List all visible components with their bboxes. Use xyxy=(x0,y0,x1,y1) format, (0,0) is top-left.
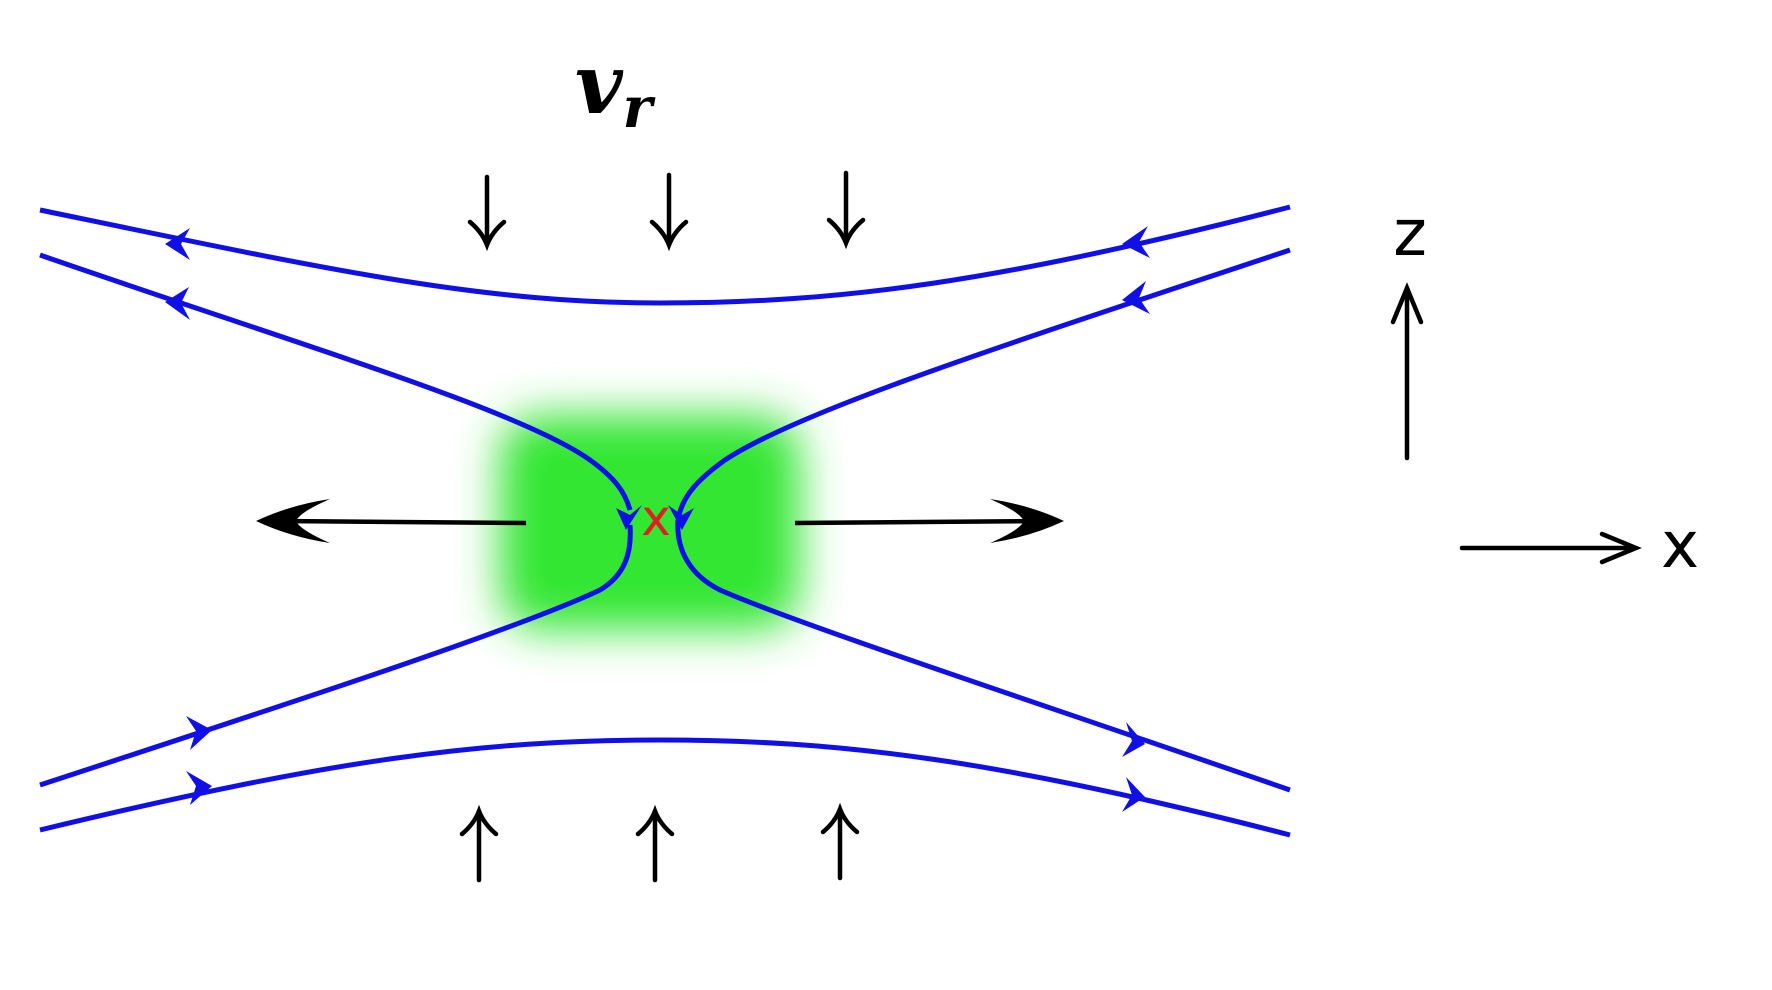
inflow-arrows-bottom xyxy=(459,802,860,883)
inflow-velocity-main: v xyxy=(575,37,624,133)
chevron-arrow-icon xyxy=(186,716,212,750)
chevron-arrow-icon xyxy=(1122,226,1150,258)
chevron-arrow-icon xyxy=(616,505,642,530)
x-axis-label: x xyxy=(1661,509,1699,583)
chevron-arrow-icon xyxy=(186,771,212,805)
field-lines xyxy=(39,204,1291,838)
arrow-icon xyxy=(794,499,1064,543)
field-line-top-left xyxy=(39,252,633,511)
arrow-icon xyxy=(467,174,507,252)
field-line-top-outer xyxy=(39,204,1291,306)
arrow-icon xyxy=(649,172,689,252)
arrow-icon xyxy=(826,170,866,250)
arrow-icon xyxy=(635,804,675,883)
inflow-velocity-subscript: r xyxy=(623,75,656,141)
z-axis-arrow-icon xyxy=(1390,282,1424,461)
outflow-arrows xyxy=(256,499,1064,543)
inflow-arrows-top xyxy=(467,170,866,252)
chevron-arrow-icon xyxy=(668,505,694,530)
green-diffusion-region xyxy=(500,415,800,630)
field-line-top-right xyxy=(675,247,1291,521)
field-line-bottom-right xyxy=(675,519,1291,793)
arrow-icon xyxy=(256,499,527,543)
field-line-direction-markers xyxy=(165,226,1150,812)
chevron-arrow-icon xyxy=(165,287,190,320)
field-line-bottom-outer xyxy=(39,737,1291,838)
z-axis-label: z xyxy=(1393,197,1427,271)
chevron-arrow-icon xyxy=(165,228,190,260)
inflow-velocity-label: vr xyxy=(575,37,656,141)
chevron-arrow-icon xyxy=(1122,281,1150,314)
x-axis-arrow-icon xyxy=(1459,531,1642,565)
chevron-arrow-icon xyxy=(1122,777,1145,812)
chevron-arrow-icon xyxy=(1122,722,1145,757)
x-point-label: x xyxy=(641,489,671,547)
coordinate-axes: z x xyxy=(1390,197,1699,583)
arrow-icon xyxy=(459,804,499,883)
arrow-icon xyxy=(820,802,860,881)
